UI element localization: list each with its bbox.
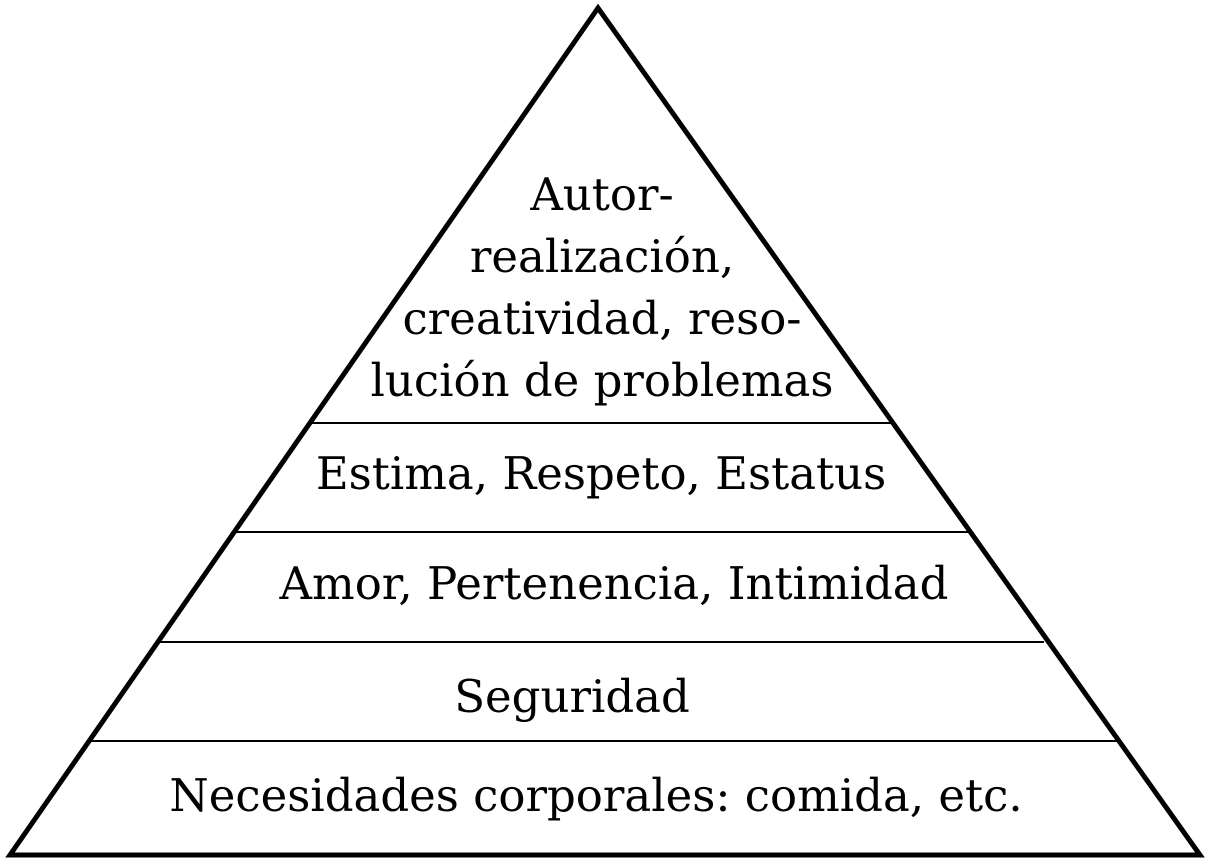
- level-label-line: Estima, Respeto, Estatus: [316, 447, 886, 500]
- level-esteem: Estima, Respeto, Estatus: [316, 447, 886, 500]
- level-label-line: Seguridad: [454, 670, 690, 723]
- level-label-line: creatividad, reso-: [402, 292, 801, 345]
- level-label-line: Autor-: [529, 168, 673, 221]
- pyramid-outline: [5, 3, 1205, 858]
- level-safety: Seguridad: [454, 670, 690, 723]
- level-label-line: Necesidades corporales: comida, etc.: [169, 769, 1022, 822]
- level-label-line: Amor, Pertenencia, Intimidad: [279, 557, 949, 610]
- level-label-line: lución de problemas: [371, 354, 834, 407]
- level-self-actualization: Autor- realización, creatividad, reso- l…: [371, 168, 834, 407]
- level-love-belonging: Amor, Pertenencia, Intimidad: [279, 557, 949, 610]
- level-label-line: realización,: [470, 230, 734, 283]
- level-physiological: Necesidades corporales: comida, etc.: [169, 769, 1022, 822]
